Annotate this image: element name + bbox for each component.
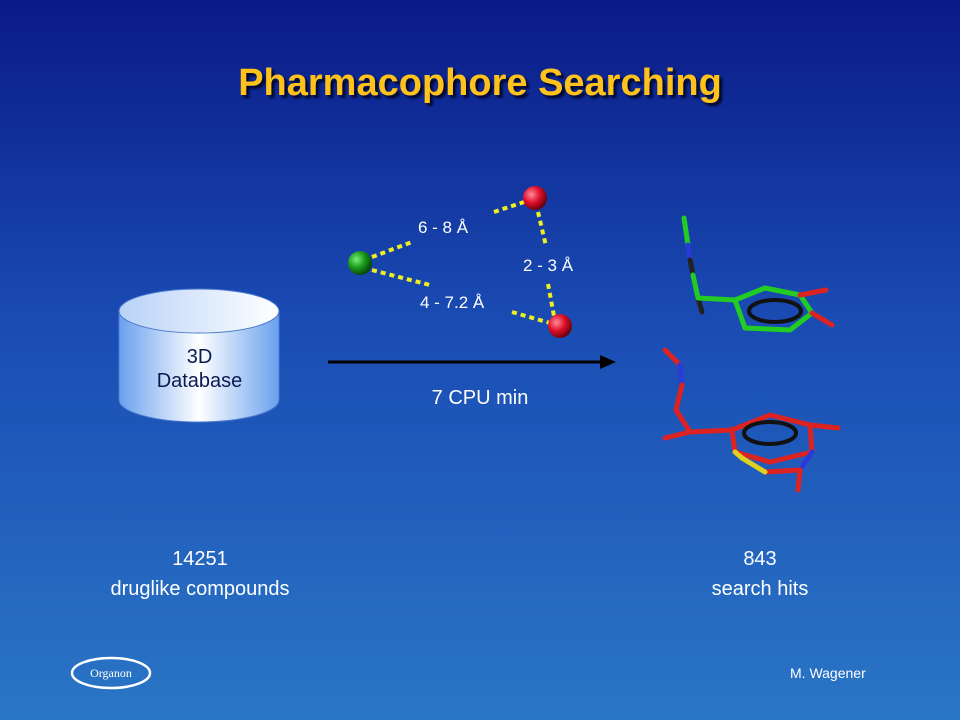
red-feature-sphere-top	[523, 186, 547, 210]
organon-logo: Organon	[70, 656, 152, 690]
compound-count: 14251	[172, 548, 228, 570]
cpu-time-label: 7 CPU min	[431, 387, 529, 409]
right-caption: 843 search hits	[660, 544, 860, 604]
process-arrow	[328, 355, 616, 369]
green-feature-sphere	[348, 251, 372, 275]
distance-label-bottom: 4 - 7.2 Å	[420, 293, 485, 312]
hit-molecule-2	[662, 347, 841, 493]
left-caption: 14251 druglike compounds	[80, 544, 320, 604]
hit-molecule-1	[681, 215, 835, 333]
hits-count: 843	[743, 548, 777, 570]
database-label: 3D Database	[122, 345, 277, 393]
distance-label-top: 6 - 8 Å	[418, 218, 469, 237]
database-label-line2: Database	[156, 370, 243, 392]
database-cylinder	[118, 288, 280, 423]
slide-title: Pharmacophore Searching	[238, 62, 722, 104]
compound-text: druglike compounds	[110, 578, 290, 600]
red-feature-sphere-bottom	[548, 314, 572, 338]
author-credit: M. Wagener	[790, 665, 866, 681]
hits-text: search hits	[711, 578, 809, 600]
distance-label-right: 2 - 3 Å	[523, 256, 574, 275]
database-label-line1: 3D	[186, 346, 213, 368]
logo-text: Organon	[90, 666, 132, 680]
